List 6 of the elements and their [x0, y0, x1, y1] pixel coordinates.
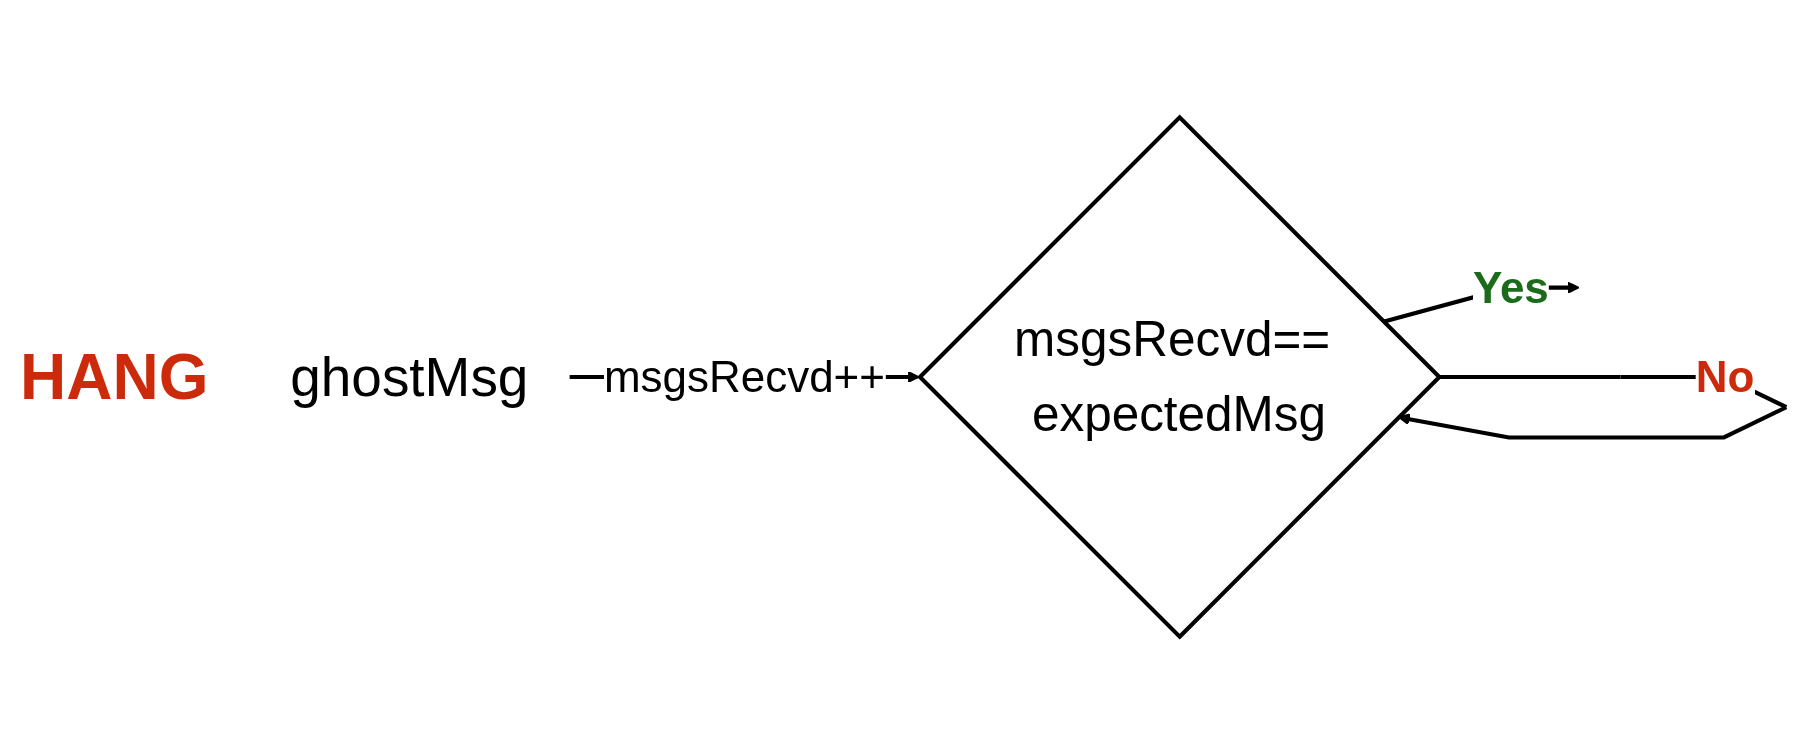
edge-label: No [1696, 352, 1755, 402]
status-label: HANG [20, 340, 209, 414]
node-text: ghostMsg [290, 346, 529, 408]
edge-label: Yes [1473, 262, 1550, 313]
node-diamond: msgsRecvd== expectedMsg [917, 114, 1443, 640]
edge-label: msgsRecvd++ [604, 352, 886, 402]
